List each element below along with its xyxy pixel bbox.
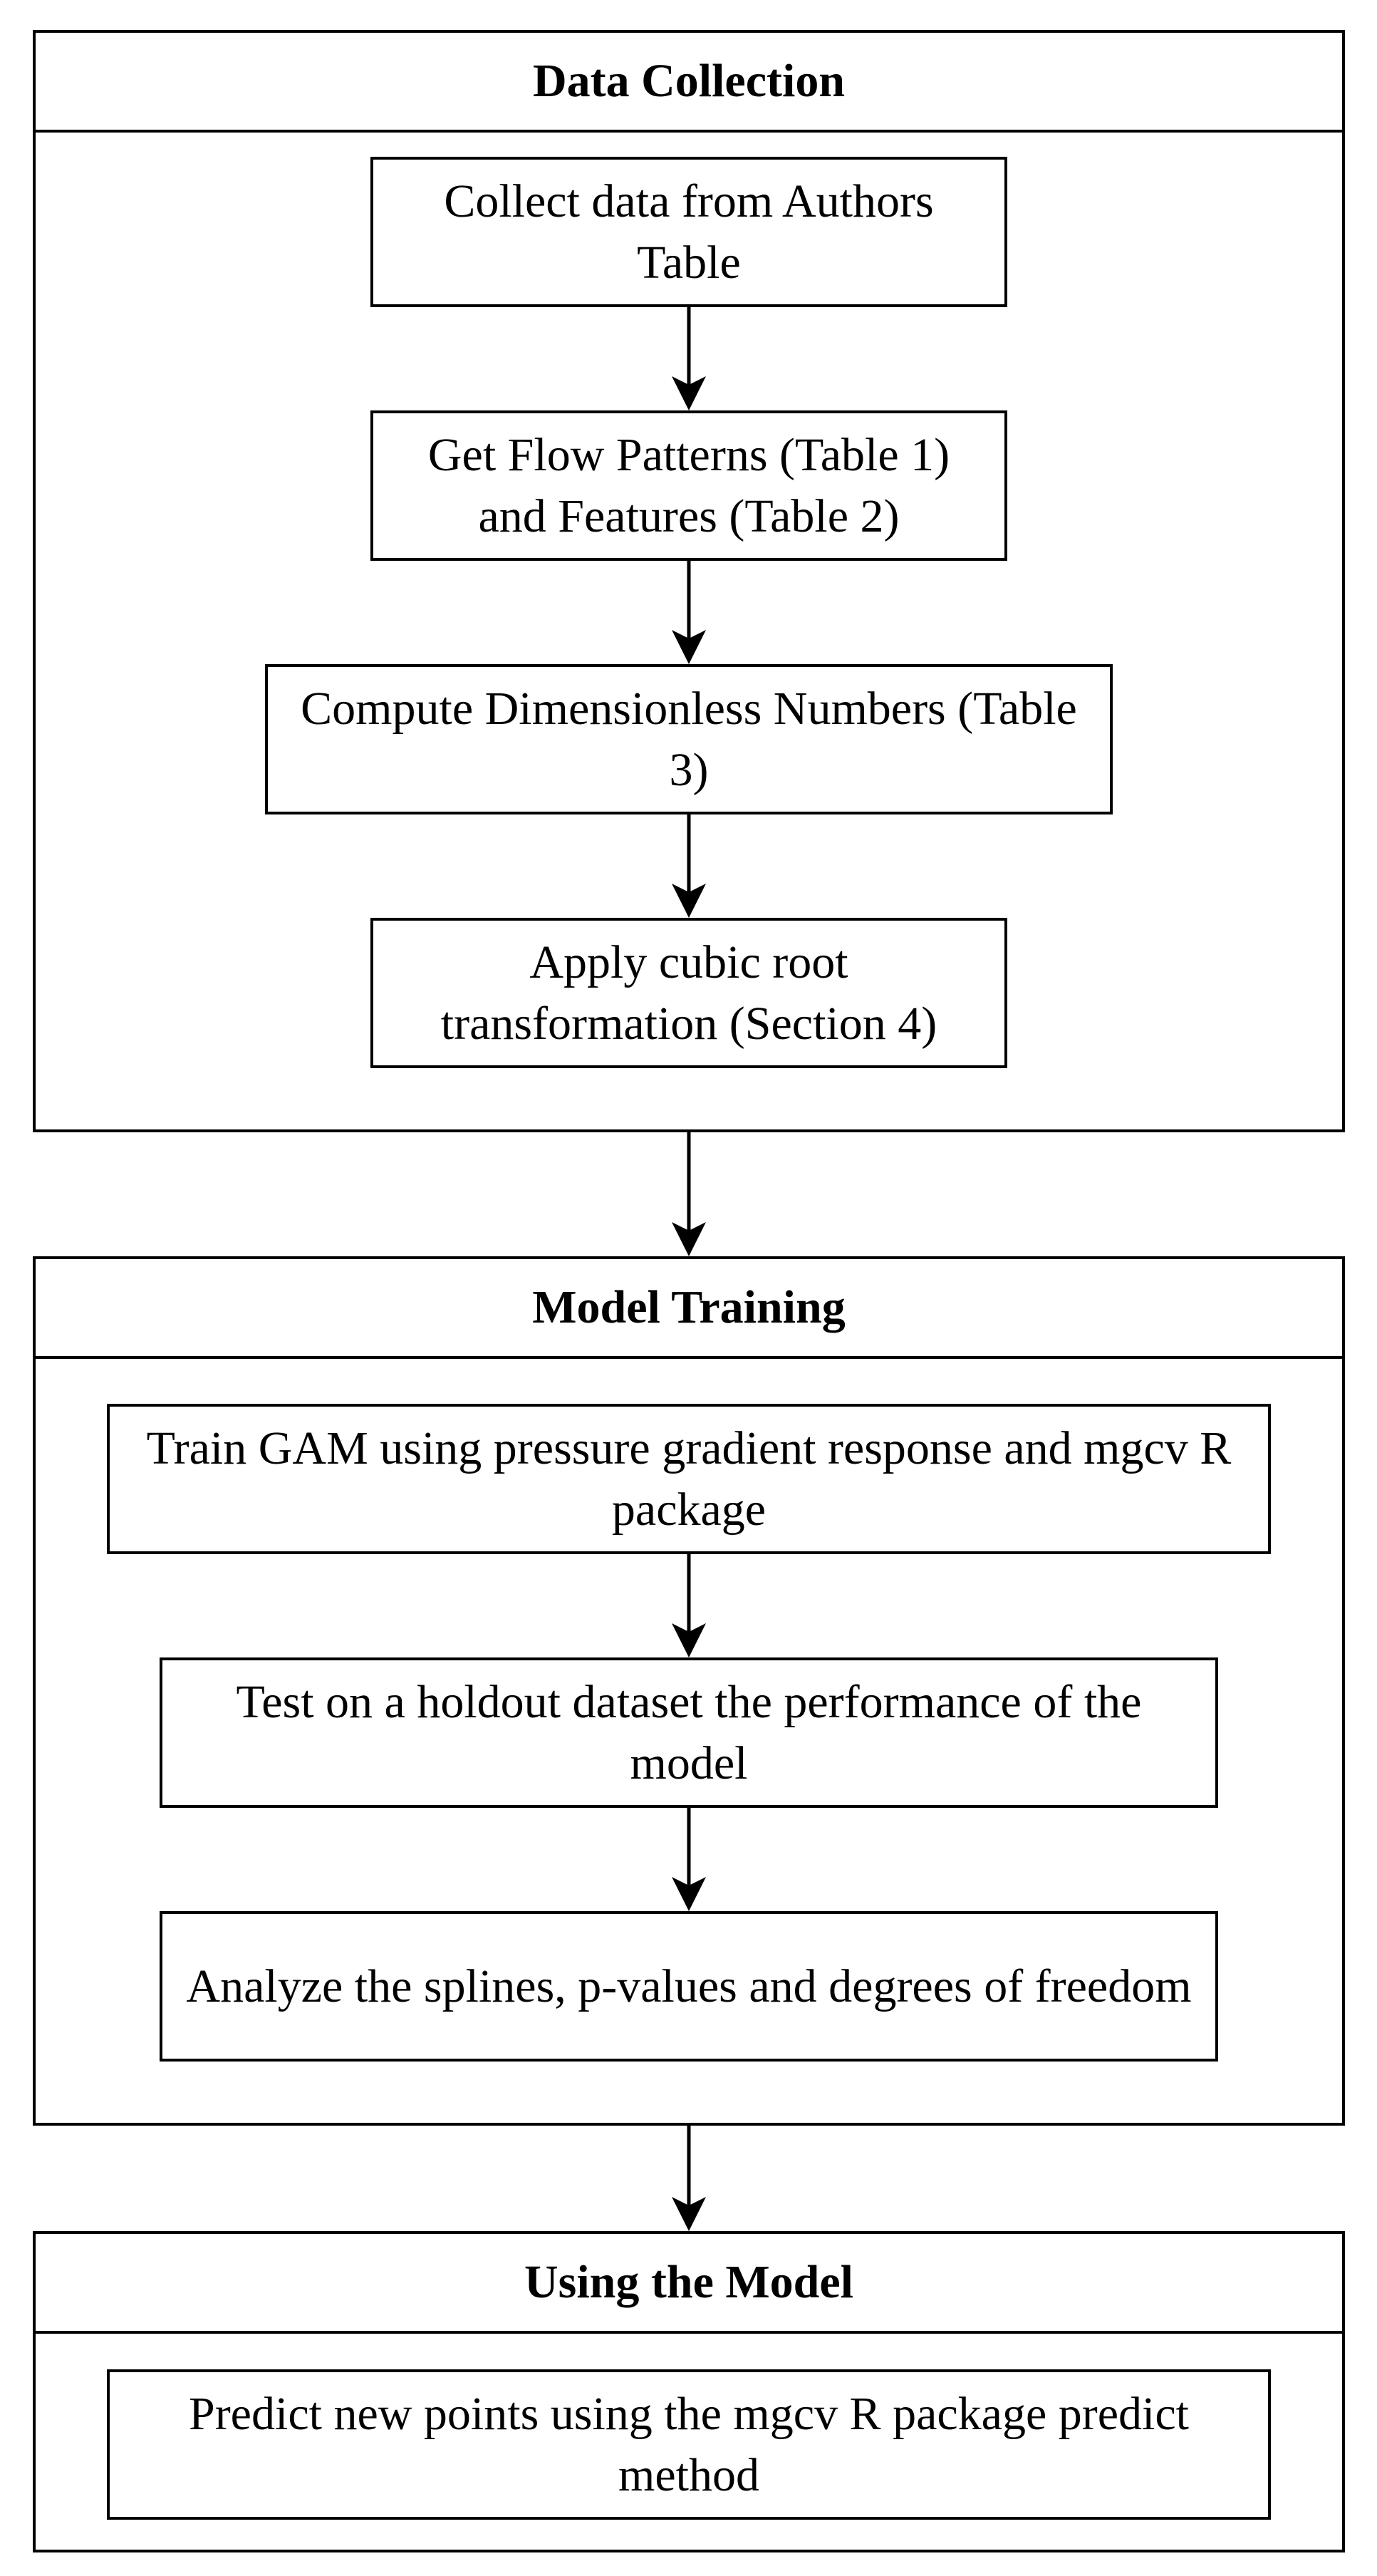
- step-analyze-splines: Analyze the splines, p-values and degree…: [160, 1911, 1218, 2062]
- step-collect-data: Collect data from Authors Table: [370, 157, 1007, 307]
- section-title-using-model: Using the Model: [36, 2234, 1342, 2334]
- arrow-model-training-to-using-model: [672, 2126, 706, 2231]
- step-train-gam: Train GAM using pressure gradient respon…: [107, 1404, 1271, 1554]
- arrow-data-collection-to-model-training: [672, 1132, 706, 1256]
- section-title-data-collection: Data Collection: [36, 33, 1342, 133]
- step-test-holdout: Test on a holdout dataset the performanc…: [160, 1657, 1218, 1808]
- step-predict-points: Predict new points using the mgcv R pack…: [107, 2369, 1271, 2520]
- step-flow-patterns: Get Flow Patterns (Table 1) and Features…: [370, 410, 1007, 561]
- section-title-model-training: Model Training: [36, 1259, 1342, 1359]
- step-dimensionless-numbers: Compute Dimensionless Numbers (Table 3): [265, 664, 1113, 814]
- step-cubic-root: Apply cubic root transformation (Section…: [370, 918, 1007, 1068]
